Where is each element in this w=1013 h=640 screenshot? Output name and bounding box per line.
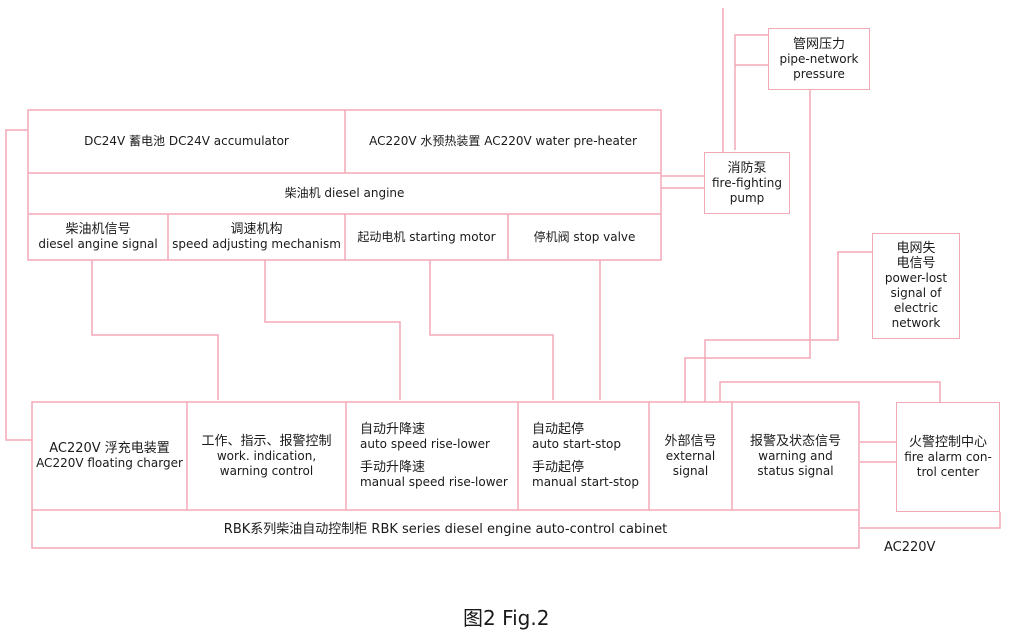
fire-center-en-1: fire alarm con- xyxy=(904,449,992,464)
floating-charger-cell: AC220V 浮充电装置 AC220V floating charger xyxy=(32,402,187,510)
manual-start-zh: 手动起停 xyxy=(532,460,585,475)
power-lost-en-2: signal of xyxy=(890,286,942,300)
pump-zh: 消防泵 xyxy=(727,160,767,176)
warning-en-2: status signal xyxy=(757,463,834,478)
diesel-engine-box: 柴油机 diesel angine xyxy=(28,173,661,214)
warning-en-1: warning and xyxy=(758,448,833,463)
work-en-2: warning control xyxy=(219,463,314,478)
external-en-2: signal xyxy=(672,463,709,478)
fire-center-en-2: trol center xyxy=(916,464,980,479)
work-en-1: work. indication, xyxy=(216,448,317,463)
pressure-en-1: pipe-network xyxy=(779,51,859,66)
auto-speed-zh: 自动升降速 xyxy=(360,422,426,437)
preheater-label: AC220V 水预热装置 AC220V water pre-heater xyxy=(369,134,637,148)
fire-alarm-center-box: 火警控制中心 fire alarm con- trol center xyxy=(896,402,1000,512)
engine-signal-zh: 柴油机信号 xyxy=(65,222,131,237)
starting-motor-box: 起动电机 starting motor xyxy=(345,214,508,260)
pressure-zh: 管网压力 xyxy=(792,36,845,52)
pump-en-1: fire-fighting xyxy=(712,175,782,190)
charger-en: AC220V floating charger xyxy=(36,456,183,470)
pump-en-2: pump xyxy=(729,190,765,205)
power-lost-en-1: power-lost xyxy=(884,271,948,285)
starting-motor-label: 起动电机 starting motor xyxy=(357,229,496,244)
water-preheater-box: AC220V 水预热装置 AC220V water pre-heater xyxy=(345,110,661,173)
manual-start-en: manual start-stop xyxy=(532,475,639,489)
auto-speed-en: auto speed rise-lower xyxy=(360,437,490,451)
engine-signal-box: 柴油机信号 diesel angine signal xyxy=(28,214,168,260)
pipe-pressure-box: 管网压力 pipe-network pressure xyxy=(768,28,870,90)
start-stop-cell: 自动起停 auto start-stop 手动起停 manual start-s… xyxy=(518,402,649,510)
speed-adjusting-en: speed adjusting mechanism xyxy=(172,237,341,251)
engine-signal-en: diesel angine signal xyxy=(38,237,158,251)
dc24v-accumulator-box: DC24V 蓄电池 DC24V accumulator xyxy=(28,110,345,173)
cabinet-label: RBK系列柴油自动控制柜 RBK series diesel engine au… xyxy=(223,521,668,537)
work-indication-cell: 工作、指示、报警控制 work. indication, warning con… xyxy=(187,402,346,510)
cabinet-label-cell: RBK系列柴油自动控制柜 RBK series diesel engine au… xyxy=(32,510,859,548)
fire-center-zh: 火警控制中心 xyxy=(908,434,987,450)
ac220v-label: AC220V xyxy=(884,540,936,555)
stop-valve-label: 停机阀 stop valve xyxy=(533,229,636,244)
figure-caption: 图2 Fig.2 xyxy=(463,606,550,630)
warning-zh: 报警及状态信号 xyxy=(749,433,841,449)
manual-speed-zh: 手动升降速 xyxy=(360,460,426,475)
pressure-en-2: pressure xyxy=(793,66,845,81)
auto-start-zh: 自动起停 xyxy=(532,422,585,437)
speed-control-cell: 自动升降速 auto speed rise-lower 手动升降速 manual… xyxy=(346,402,518,510)
power-lost-zh-1: 电网失 xyxy=(896,241,936,256)
work-zh: 工作、指示、报警控制 xyxy=(201,433,332,449)
auto-start-en: auto start-stop xyxy=(532,437,622,451)
power-lost-en-3: electric xyxy=(893,301,939,315)
engine-label: 柴油机 diesel angine xyxy=(284,186,405,200)
speed-adjusting-box: 调速机构 speed adjusting mechanism xyxy=(168,214,345,260)
external-zh: 外部信号 xyxy=(664,433,717,449)
manual-speed-en: manual speed rise-lower xyxy=(360,475,508,489)
accumulator-label: DC24V 蓄电池 DC24V accumulator xyxy=(84,134,289,148)
power-lost-en-4: network xyxy=(891,316,941,330)
stop-valve-box: 停机阀 stop valve xyxy=(508,214,661,260)
external-signal-cell: 外部信号 external signal xyxy=(649,402,732,510)
external-en-1: external xyxy=(665,448,716,463)
power-lost-box: 电网失 电信号 power-lost signal of electric ne… xyxy=(872,233,960,339)
warning-status-cell: 报警及状态信号 warning and status signal xyxy=(732,402,859,510)
speed-adjusting-zh: 调速机构 xyxy=(230,222,283,237)
charger-zh: AC220V 浮充电装置 xyxy=(49,441,170,456)
power-lost-zh-2: 电信号 xyxy=(896,256,936,271)
fire-pump-box: 消防泵 fire-fighting pump xyxy=(704,152,790,214)
